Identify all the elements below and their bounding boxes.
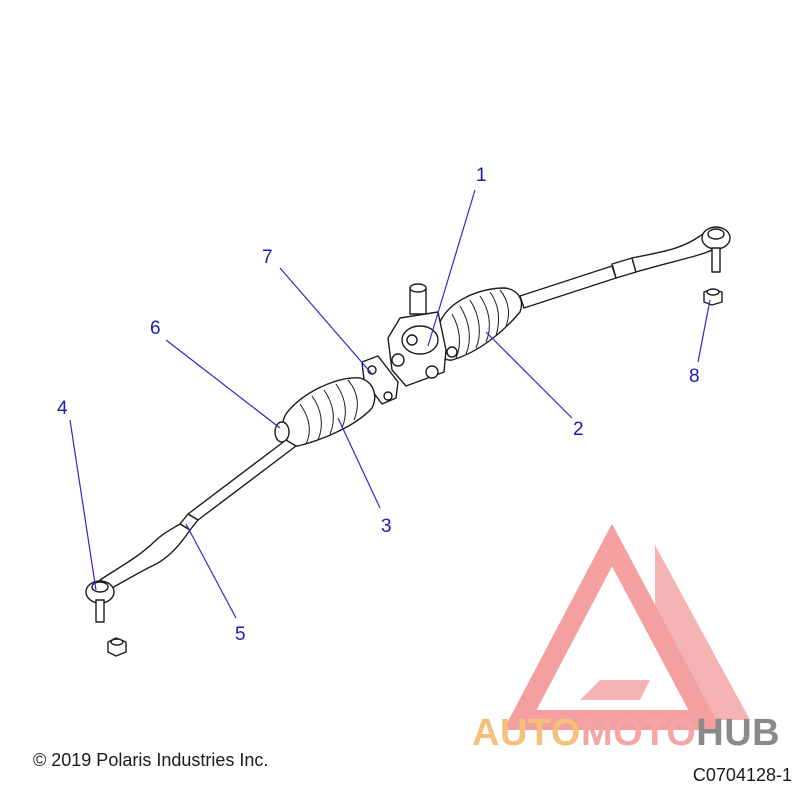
boot-left (281, 377, 376, 447)
leader-3 (337, 417, 381, 509)
watermark-moto: MOTO (580, 712, 697, 754)
callout-1: 1 (476, 165, 487, 186)
callout-6: 6 (150, 318, 161, 339)
tie-rod-right (519, 226, 731, 309)
leader-7 (279, 267, 373, 375)
pinion-housing (387, 283, 458, 387)
watermark-text: AUTOMOTOHUB (472, 712, 780, 755)
nut-right (703, 288, 723, 306)
tie-rod-left (85, 439, 297, 623)
watermark-auto: AUTO (472, 712, 581, 754)
callout-5: 5 (235, 624, 246, 645)
callout-2: 2 (573, 419, 584, 440)
copyright-text: © 2019 Polaris Industries Inc. (33, 750, 269, 770)
leader-1 (427, 189, 476, 347)
callout-4: 4 (57, 398, 68, 419)
leader-4 (69, 419, 97, 591)
leader-8 (697, 299, 711, 363)
leader-5 (185, 523, 237, 619)
watermark-logo-icon (503, 523, 750, 730)
watermark-hub: HUB (696, 712, 781, 754)
clamp-left (274, 421, 290, 443)
callout-8: 8 (689, 366, 700, 387)
leader-6 (165, 339, 281, 429)
callout-7: 7 (262, 247, 273, 268)
leader-lines (69, 189, 711, 619)
callout-3: 3 (381, 516, 392, 537)
nut-left (107, 637, 127, 657)
leader-2 (485, 331, 573, 419)
figure-id: C0704128-1 (692, 765, 792, 785)
